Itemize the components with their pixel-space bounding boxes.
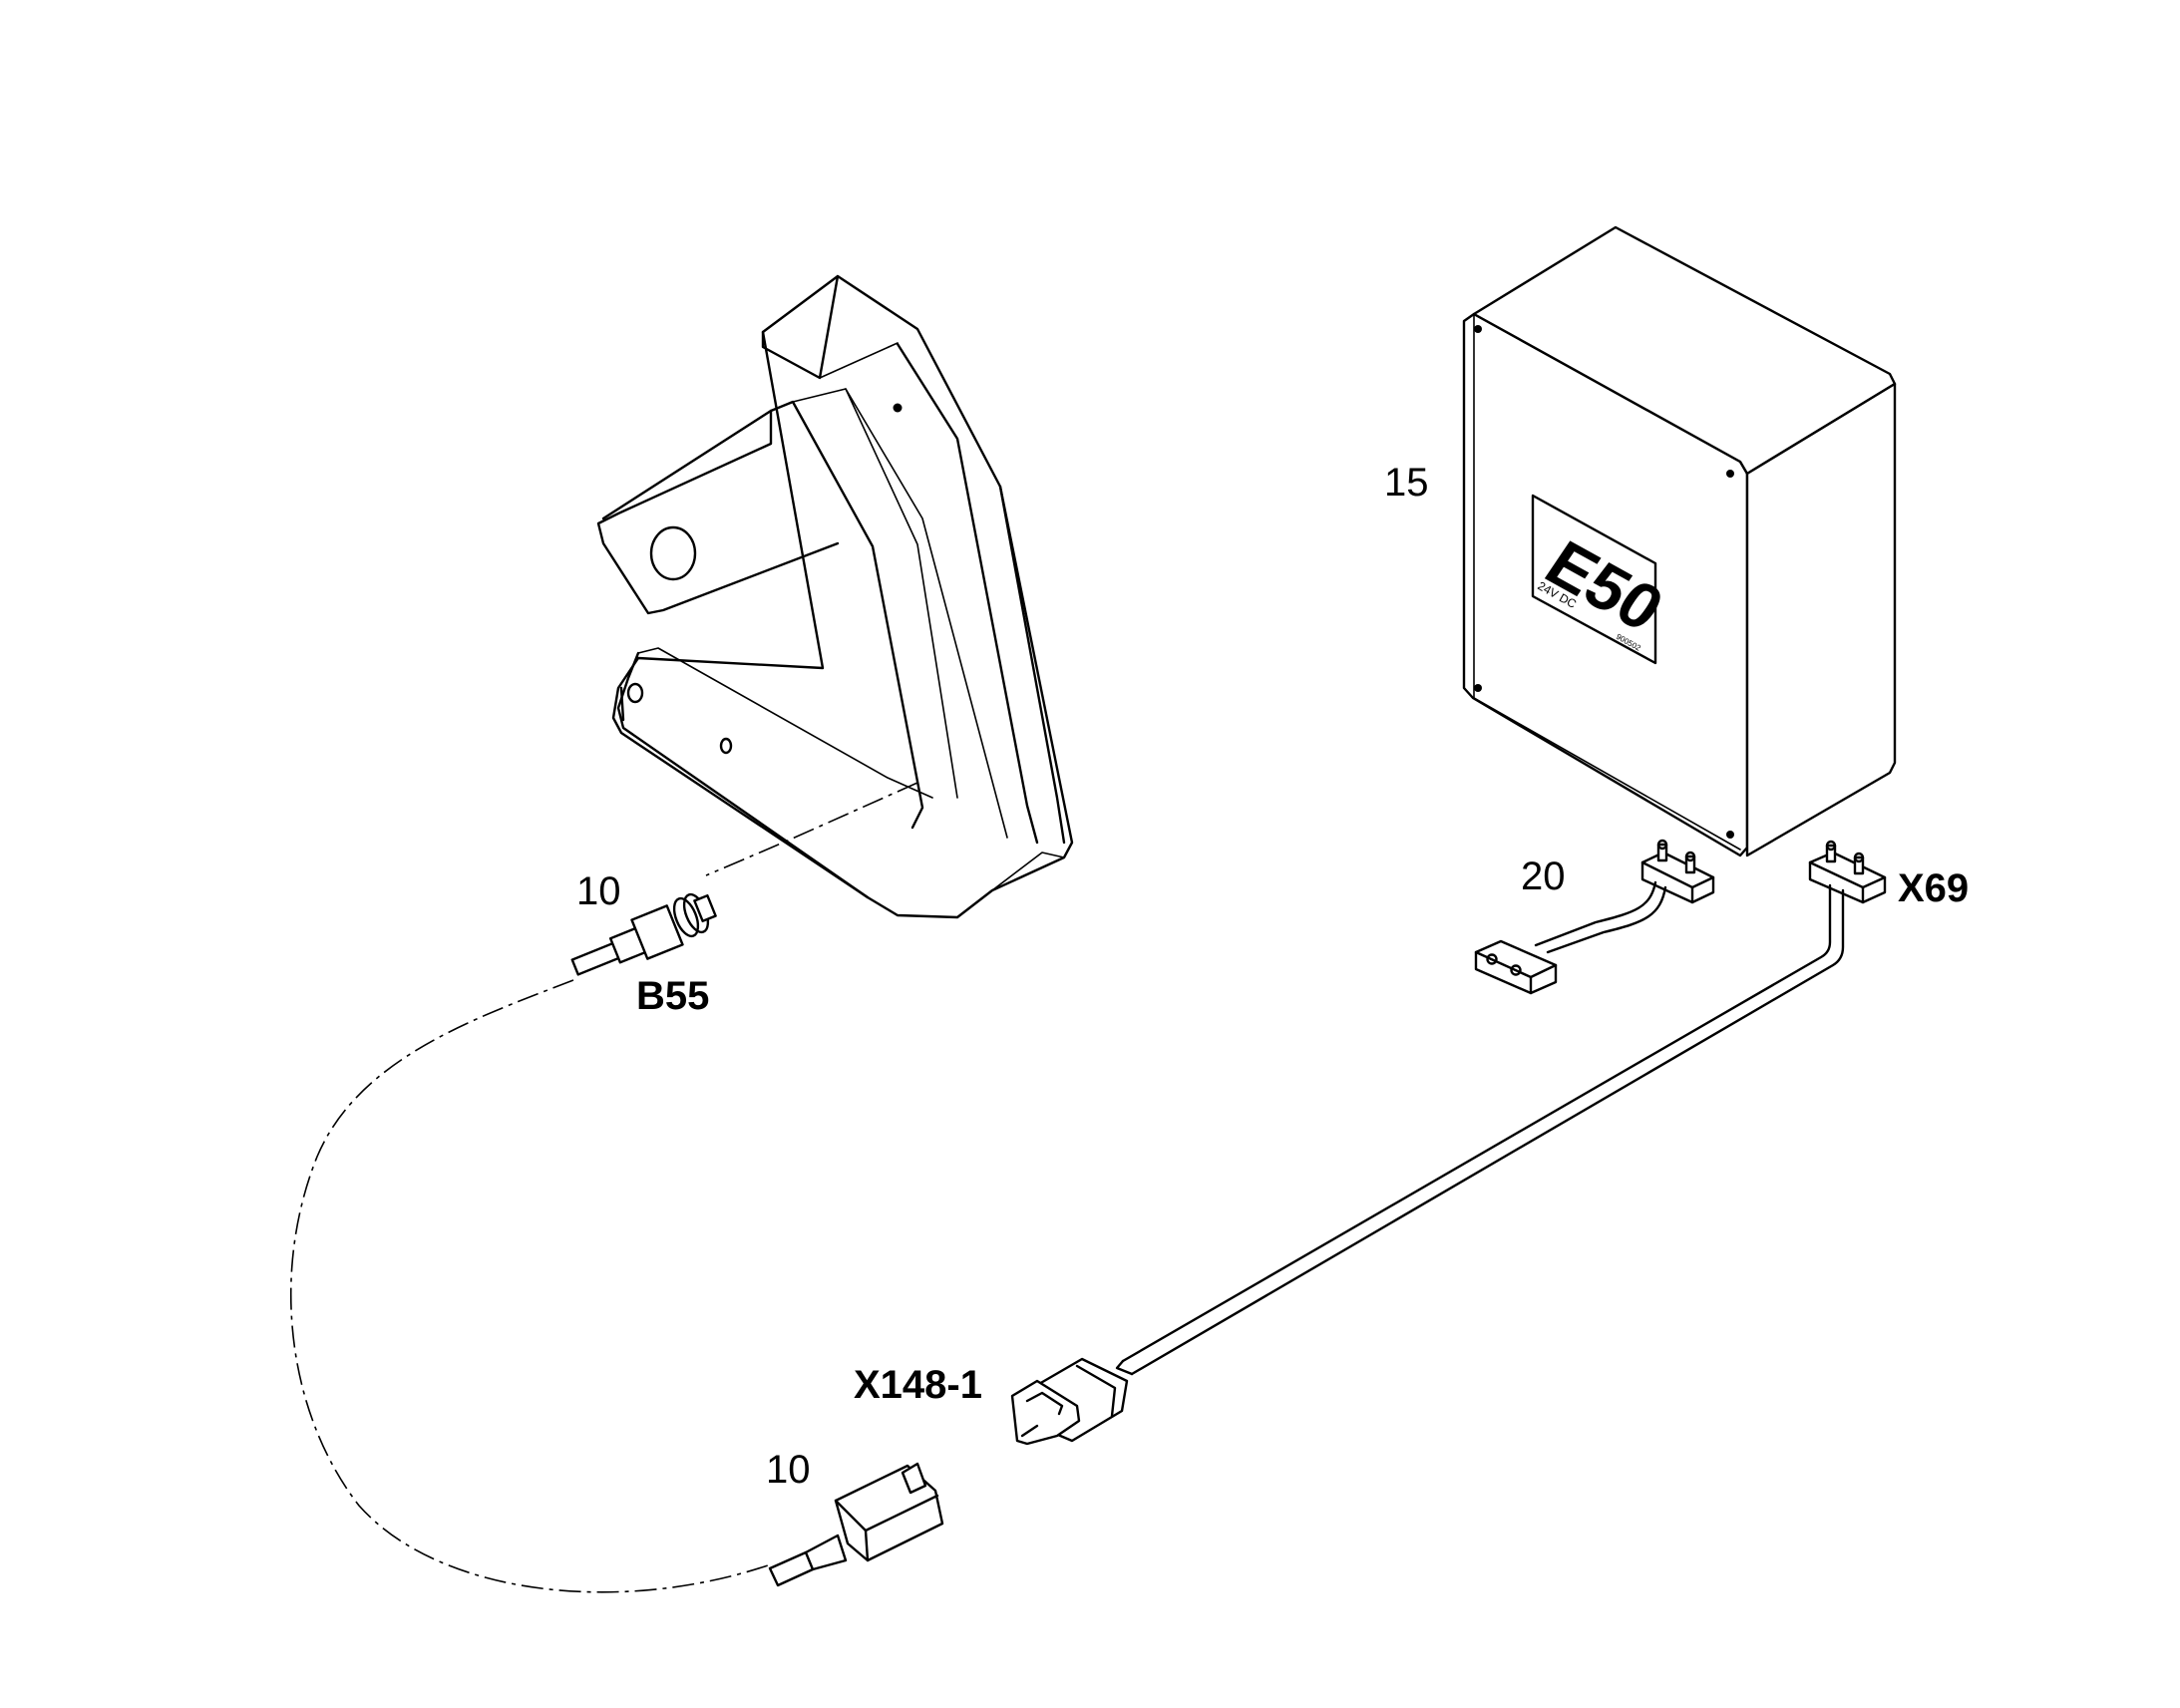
designator-x69: X69 [1898, 866, 1969, 910]
sensor-cable-loop [290, 979, 769, 1593]
designator-x148-1: X148-1 [854, 1363, 982, 1407]
callout-15: 15 [1384, 461, 1429, 505]
leader-line-bracket-sensor [705, 782, 918, 876]
mounting-bracket [596, 274, 1074, 919]
jumper-harness [1474, 839, 1715, 995]
proximity-sensor [570, 892, 717, 976]
designator-b55: B55 [636, 974, 709, 1018]
callout-10-connector: 10 [766, 1448, 811, 1492]
sensor-plug-connector [768, 1462, 944, 1587]
controller-box [1462, 225, 1897, 857]
callout-20: 20 [1521, 854, 1566, 898]
cable-harness [1010, 840, 1887, 1446]
callout-10-sensor: 10 [576, 869, 621, 913]
